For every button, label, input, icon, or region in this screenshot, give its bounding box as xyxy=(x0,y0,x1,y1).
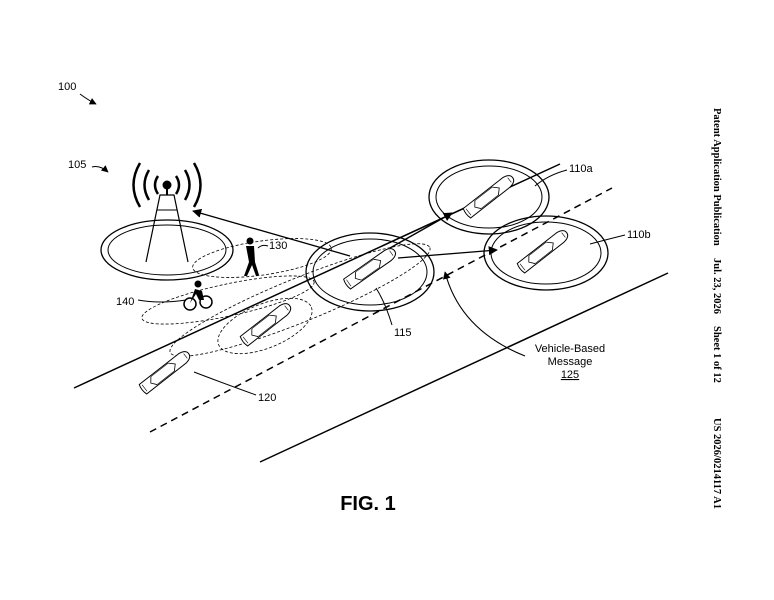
label-110b: 110b xyxy=(627,229,651,241)
leader-105 xyxy=(92,167,108,172)
leader-100 xyxy=(80,94,96,104)
header-sheet: Sheet 1 of 12 xyxy=(711,326,722,383)
cell-tower xyxy=(101,163,233,280)
vehicle-120 xyxy=(138,349,192,395)
message-label: Vehicle-Based Message 125 xyxy=(535,343,605,381)
road-edge-lower xyxy=(260,273,668,462)
vehicle-110b xyxy=(484,216,608,290)
message-line-1: Vehicle-Based xyxy=(535,343,605,355)
leader-130 xyxy=(258,245,268,248)
message-line-2: Message xyxy=(548,356,593,368)
label-105: 105 xyxy=(68,159,86,171)
label-115: 115 xyxy=(394,327,412,339)
leader-140 xyxy=(138,300,186,302)
label-100: 100 xyxy=(58,81,76,93)
message-number: 125 xyxy=(561,369,579,381)
figure-title: FIG. 1 xyxy=(340,493,396,515)
cyclist xyxy=(184,281,212,311)
leader-115 xyxy=(376,288,392,325)
label-130: 130 xyxy=(269,240,287,252)
label-140: 140 xyxy=(116,296,134,308)
header-publication: Patent Application Publication xyxy=(711,108,722,246)
patent-header: Patent Application Publication Jul. 23, … xyxy=(711,108,722,509)
arrow-to-110a xyxy=(390,213,452,248)
header-date: Jul. 23, 2026 xyxy=(711,258,722,314)
header-number: US 2026/0214117 A1 xyxy=(711,418,722,509)
label-110a: 110a xyxy=(569,163,594,175)
label-120: 120 xyxy=(258,392,276,404)
